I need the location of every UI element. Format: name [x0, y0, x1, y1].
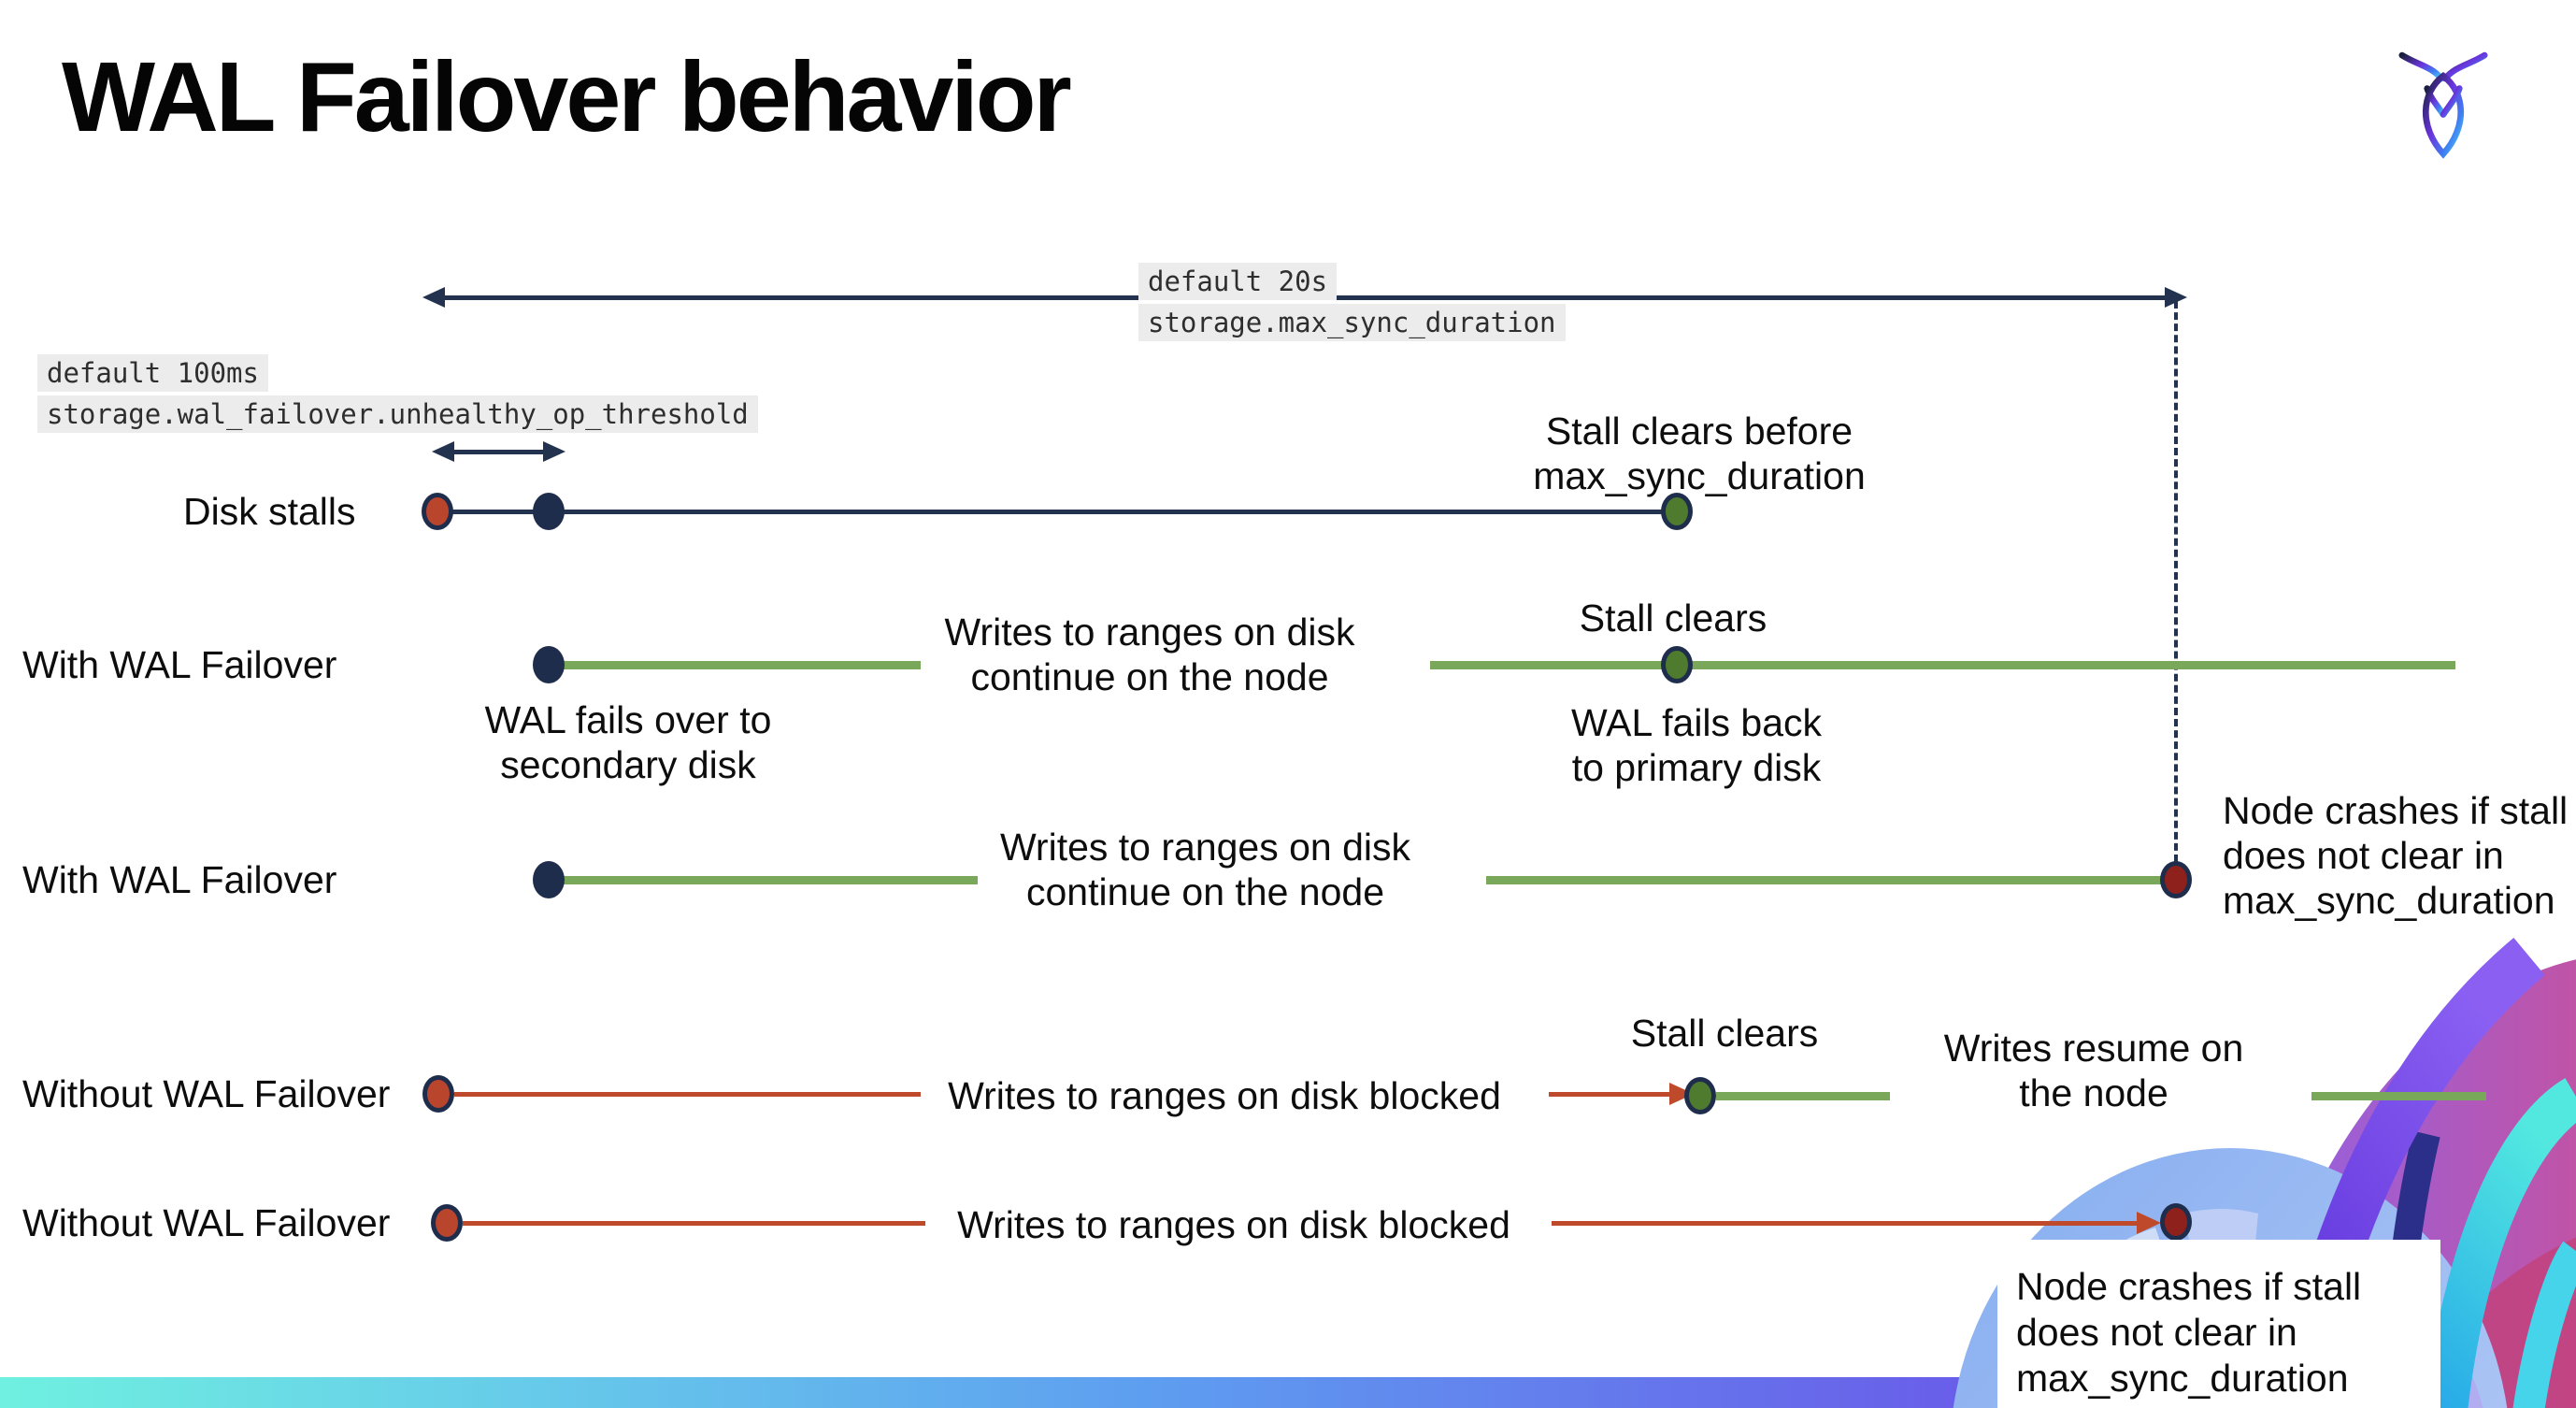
failover-dot — [533, 646, 565, 683]
threshold-arrow-line — [451, 450, 545, 454]
fails-over-text: WAL fails over to secondary disk — [484, 698, 772, 786]
row-label-disk-stalls: Disk stalls — [183, 490, 356, 533]
arrowhead-left-icon — [432, 441, 454, 462]
writes-blocked-line — [463, 1221, 925, 1226]
row-label-with-wal-failover-2: With WAL Failover — [22, 858, 337, 901]
failover-dot — [533, 861, 565, 898]
arrowhead-right-icon — [543, 441, 565, 462]
writes-resume-line — [2311, 1092, 2486, 1100]
writes-resume-text: Writes resume on the node — [1943, 1027, 2244, 1114]
node-crashes-caption-box: Node crashes if stall does not clear in … — [1997, 1240, 2440, 1408]
writes-continue-line — [561, 876, 978, 884]
threshold-default-label: default 100ms — [37, 354, 268, 392]
writes-blocked-text: Writes to ranges on disk blocked — [957, 1203, 1510, 1246]
stall-clears-text: Stall clears — [1579, 596, 1767, 639]
node-crashes-text: Node crashes if stall does not clear in … — [2016, 1265, 2362, 1400]
writes-resume-line — [1716, 1092, 1890, 1100]
node-crash-dot — [2160, 861, 2192, 898]
writes-continue-text: Writes to ranges on disk continue on the… — [944, 611, 1355, 698]
writes-blocked-line — [1552, 1221, 2140, 1226]
node-crashes-text: Node crashes if stall does not clear in … — [2223, 789, 2569, 922]
arrowhead-left-icon — [422, 287, 445, 308]
max-sync-setting-label: storage.max_sync_duration — [1138, 304, 1566, 341]
writes-continue-line — [561, 661, 921, 669]
fails-back-text: WAL fails back to primary disk — [1570, 701, 1823, 789]
stall-clears-dot — [1661, 646, 1693, 683]
stall-clears-dot — [1684, 1077, 1716, 1114]
arrowhead-right-icon — [2165, 287, 2187, 308]
writes-blocked-line — [454, 1092, 921, 1097]
threshold-setting-label: storage.wal_failover.unhealthy_op_thresh… — [37, 395, 758, 433]
page-title: WAL Failover behavior — [62, 42, 1072, 152]
writes-continue-text: Writes to ranges on disk continue on the… — [999, 826, 1411, 913]
stall-clears-dot — [1661, 493, 1693, 530]
stall-clears-text: Stall clears — [1630, 1012, 1819, 1055]
stall-start-dot — [431, 1204, 463, 1242]
max-sync-default-label: default 20s — [1138, 263, 1338, 300]
row-label-with-wal-failover-1: With WAL Failover — [22, 643, 337, 686]
max-sync-deadline-dashed-line — [2174, 301, 2178, 862]
writes-blocked-line — [1549, 1092, 1675, 1097]
disk-stall-timeline — [437, 510, 1677, 514]
node-crash-dot — [2160, 1203, 2192, 1241]
row-label-without-wal-failover-1: Without WAL Failover — [22, 1072, 391, 1115]
writes-blocked-text: Writes to ranges on disk blocked — [948, 1074, 1501, 1117]
stall-clears-before-text: Stall clears before max_sync_duration — [1533, 409, 1866, 497]
stall-start-dot — [422, 1075, 454, 1113]
row-label-without-wal-failover-2: Without WAL Failover — [22, 1201, 391, 1244]
writes-continue-line — [1486, 876, 2161, 884]
writes-continue-line — [1430, 661, 2455, 669]
cockroachdb-logo-icon — [2398, 51, 2488, 159]
stall-start-dot — [422, 493, 453, 530]
failover-trigger-dot — [533, 493, 565, 530]
arrowhead-right-icon — [2137, 1212, 2161, 1234]
